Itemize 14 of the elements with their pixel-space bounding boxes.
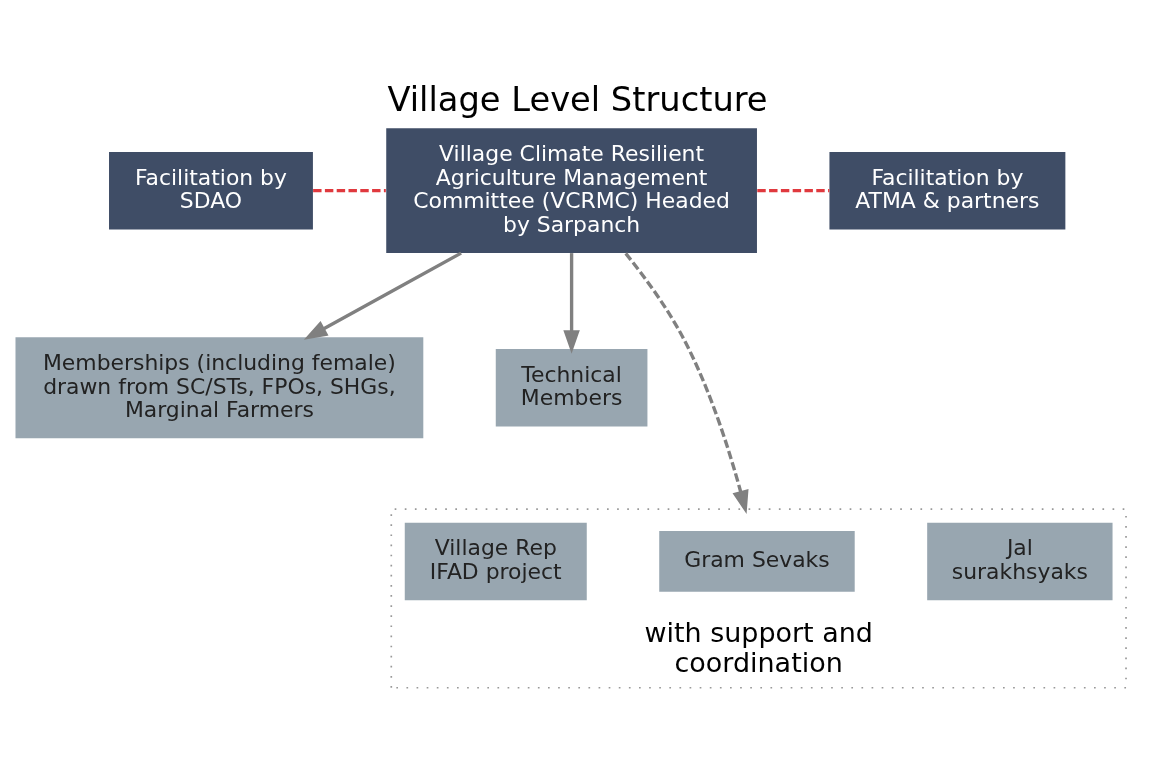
node-box: Memberships (including female) drawn from SC/STs, FPOs, SHGs, Marginal Farmers	[15, 336, 424, 438]
arrow	[303, 251, 462, 340]
connector	[313, 188, 386, 192]
node-box: Facilitation by ATMA & partners	[829, 151, 1066, 229]
connector	[757, 188, 830, 192]
node-box: Village Rep IFAD project	[404, 522, 587, 600]
node-box: Facilitation by SDAO	[109, 151, 313, 229]
node-box: Gram Sevaks	[659, 530, 855, 592]
arrow	[563, 252, 580, 354]
node-box: Village Climate Resilient Agriculture Management Committee (VCRMC) Headed by Sarpanch	[386, 127, 757, 253]
diagram-title: Village Level Structure	[387, 79, 768, 119]
node-box: Jal surakhsyaks	[927, 522, 1113, 600]
node-box: Technical Members	[495, 348, 648, 427]
arrow	[624, 251, 749, 514]
